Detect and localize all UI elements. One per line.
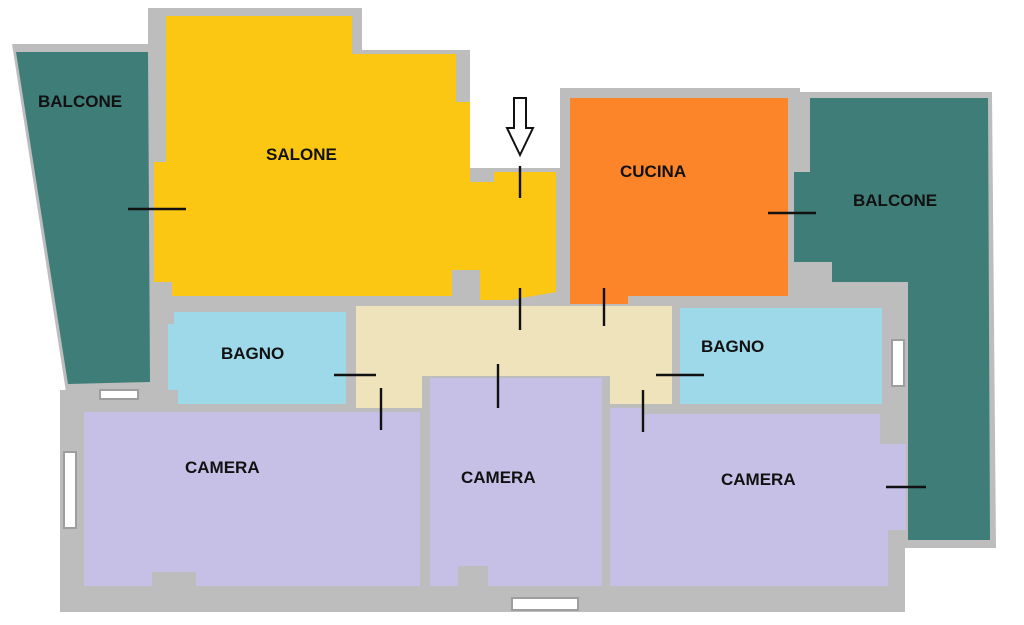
rooms	[16, 16, 990, 586]
room-corridor	[356, 306, 672, 408]
label-salone: SALONE	[266, 145, 337, 164]
label-bagno-left: BAGNO	[221, 344, 284, 363]
label-balcone-right: BALCONE	[853, 191, 937, 210]
label-camera-center: CAMERA	[461, 468, 536, 487]
room-camera-center	[430, 378, 602, 586]
windows	[63, 339, 905, 611]
down-arrow-icon	[505, 97, 535, 158]
room-bagno-right	[680, 308, 882, 404]
room-balcone-left	[16, 52, 150, 384]
doors	[128, 166, 926, 489]
label-camera-left: CAMERA	[185, 458, 260, 477]
room-bagno-left	[168, 312, 346, 404]
room-labels: BALCONE SALONE CUCINA BALCONE BAGNO BAGN…	[38, 92, 937, 489]
label-bagno-right: BAGNO	[701, 337, 764, 356]
label-cucina: CUCINA	[620, 162, 686, 181]
room-balcone-right	[794, 98, 990, 540]
room-camera-left	[84, 412, 420, 586]
label-balcone-left: BALCONE	[38, 92, 122, 111]
window-bagno-right	[891, 339, 905, 387]
room-salone	[154, 16, 556, 300]
window-camera-center	[511, 597, 579, 611]
window-bagno-left	[99, 389, 139, 400]
room-camera-right	[610, 408, 906, 586]
window-camera-left	[63, 451, 77, 529]
label-camera-right: CAMERA	[721, 470, 796, 489]
room-cucina	[570, 98, 788, 304]
